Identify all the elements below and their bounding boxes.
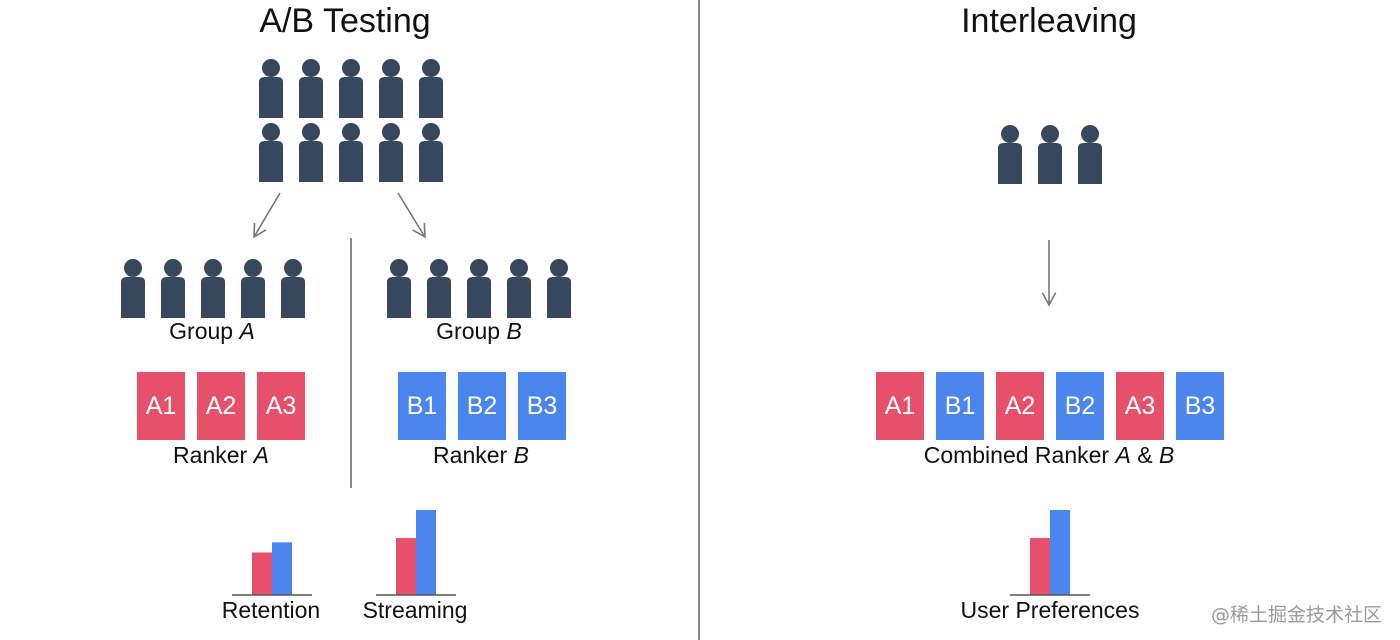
person-icon xyxy=(241,259,265,318)
ranker-b-item: B3 xyxy=(518,372,566,440)
group-b-members xyxy=(383,258,575,318)
person-icon xyxy=(259,123,283,182)
watermark: @稀土掘金技术社区 xyxy=(1210,604,1382,626)
person-icon xyxy=(1038,125,1062,184)
ranker-a-label-text: Ranker xyxy=(173,442,254,468)
person-icon xyxy=(259,59,283,118)
arrow-head xyxy=(412,222,426,239)
ranker-b-item: B2 xyxy=(458,372,506,440)
arrow-head xyxy=(253,222,267,239)
combined-ranker-item: A2 xyxy=(996,372,1044,440)
person-icon xyxy=(121,259,145,318)
person-icon xyxy=(419,123,443,182)
arrow-to-group-b xyxy=(397,192,426,239)
person-icon xyxy=(299,123,323,182)
combined-ranker-label-text: Combined Ranker xyxy=(923,442,1116,468)
metric-retention-label: Retention xyxy=(221,597,321,623)
interleaving-users xyxy=(994,124,1106,184)
streaming-bar-b xyxy=(416,510,436,595)
person-icon xyxy=(467,259,491,318)
group-separator xyxy=(350,238,352,488)
person-icon xyxy=(1078,125,1102,184)
ab-population xyxy=(255,58,447,182)
user-preferences-label: User Preferences xyxy=(960,597,1140,623)
streaming-bar-a xyxy=(396,538,416,595)
person-icon xyxy=(379,123,403,182)
arrow-shaft xyxy=(253,192,281,238)
person-icon xyxy=(339,59,363,118)
combined-ranker-amp: & xyxy=(1130,442,1159,468)
interleaving-title: Interleaving xyxy=(961,2,1137,40)
ranker-b-label: Ranker B xyxy=(331,442,631,469)
group-b-label-text: Group xyxy=(436,318,507,344)
combined-ranker-item: A1 xyxy=(876,372,924,440)
person-icon xyxy=(379,59,403,118)
combined-ranker-item: B2 xyxy=(1056,372,1104,440)
ab-testing-title: A/B Testing xyxy=(259,2,431,40)
ranker-a-item: A2 xyxy=(197,372,245,440)
group-a-members xyxy=(117,258,309,318)
group-b-label: Group B xyxy=(329,318,629,345)
metric-streaming-label: Streaming xyxy=(362,597,468,623)
retention-bar-a xyxy=(252,552,272,595)
person-icon xyxy=(427,259,451,318)
combined-ranker-var-a: A xyxy=(1115,442,1131,468)
ranker-a-label: Ranker A xyxy=(71,442,371,469)
person-icon xyxy=(339,123,363,182)
person-icon xyxy=(299,59,323,118)
person-icon xyxy=(281,259,305,318)
group-a-label-text: Group xyxy=(169,318,240,344)
person-icon xyxy=(998,125,1022,184)
person-icon xyxy=(161,259,185,318)
person-icon xyxy=(419,59,443,118)
ranker-a-item: A3 xyxy=(257,372,305,440)
panel-divider xyxy=(698,0,700,640)
group-a-label-var: A xyxy=(239,318,255,344)
group-a-label: Group A xyxy=(62,318,362,345)
retention-bar-b xyxy=(272,542,292,595)
person-icon xyxy=(201,259,225,318)
group-b-label-var: B xyxy=(506,318,522,344)
combined-ranker-item: B1 xyxy=(936,372,984,440)
ranker-a-label-var: A xyxy=(253,442,269,468)
user-preferences-bar-b xyxy=(1050,510,1070,595)
person-icon xyxy=(387,259,411,318)
combined-ranker-var-b: B xyxy=(1158,442,1175,468)
ranker-b-label-text: Ranker xyxy=(433,442,514,468)
combined-ranker-item: B3 xyxy=(1176,372,1224,440)
combined-ranker-item: A3 xyxy=(1116,372,1164,440)
person-icon xyxy=(547,259,571,318)
ranker-b-item: B1 xyxy=(398,372,446,440)
ranker-b-label-var: B xyxy=(513,442,529,468)
arrow-shaft xyxy=(397,192,426,238)
combined-ranker-label: Combined Ranker A & B xyxy=(899,442,1199,469)
arrow-to-combined-ranker xyxy=(1041,240,1057,307)
arrow-head xyxy=(1041,292,1057,307)
user-preferences-bar-a xyxy=(1030,538,1050,595)
ranker-a-item: A1 xyxy=(137,372,185,440)
person-icon xyxy=(507,259,531,318)
arrow-to-group-a xyxy=(253,192,281,239)
